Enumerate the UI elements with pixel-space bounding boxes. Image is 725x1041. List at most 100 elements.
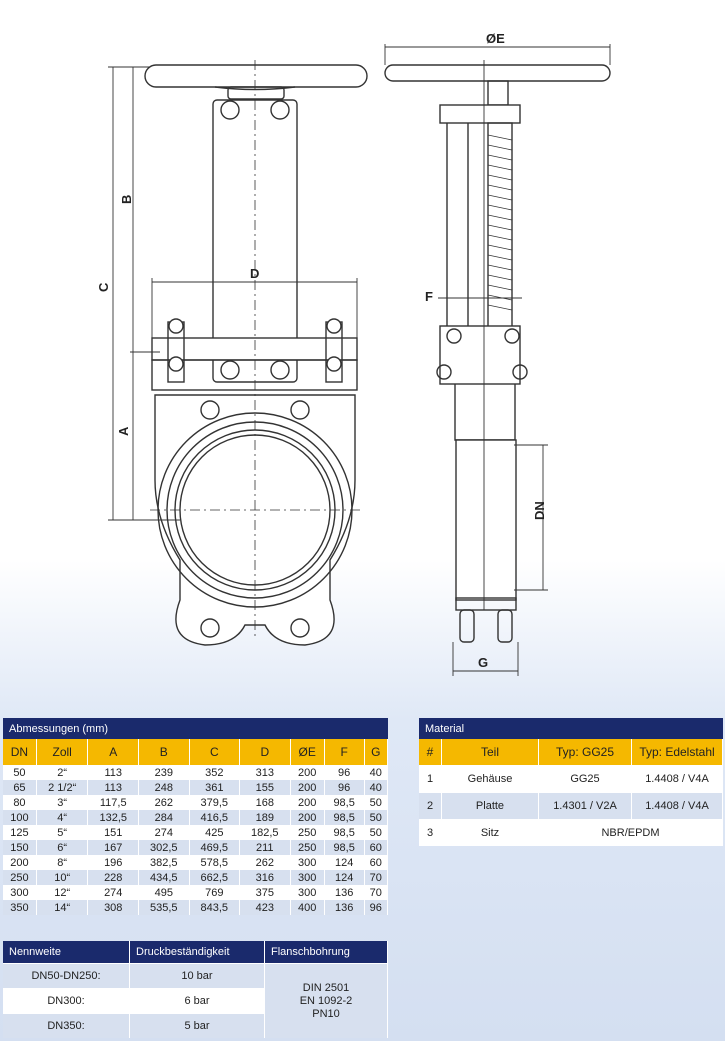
dimensions-cell: 96 [364,900,388,915]
dimensions-cell: 98,5 [324,810,365,825]
dimensions-cell: 495 [138,885,190,900]
material-cell: GG25 [538,765,632,793]
material-cell: Sitz [441,819,539,846]
dimensions-cell: 350 [3,900,37,915]
dimensions-cell: 50 [3,765,37,780]
label-g: G [478,655,488,670]
dimensions-col-header: A [87,739,139,765]
dimensions-cell: 136 [324,900,365,915]
dimensions-cell: 65 [3,780,37,795]
material-cell: Platte [441,792,539,820]
dimensions-cell: 300 [290,855,325,870]
dimensions-cell: 6“ [36,840,89,855]
dimensions-cell: 469,5 [189,840,241,855]
dimensions-cell: 200 [3,855,37,870]
dimensions-cell: 113 [87,765,139,780]
pressure-cell: DN350: [3,1013,130,1038]
label-d: D [250,266,259,281]
dimensions-cell: 262 [138,795,190,810]
side-dimensions [384,44,611,676]
dimensions-cell: 167 [87,840,139,855]
dimensions-cell: 248 [138,780,190,795]
dimensions-cell: 136 [324,885,365,900]
pressure-cell: 10 bar [129,963,265,989]
dimensions-cell: 124 [324,855,365,870]
dimensions-cell: 382,5 [138,855,190,870]
label-c: C [96,282,111,292]
dimensions-cell: 132,5 [87,810,139,825]
table-row: 1 Gehäuse GG25 1.4408 / V4A [419,765,723,793]
dimensions-col-header: DN [3,739,37,765]
material-table: Material # Teil Typ: GG25 Typ: Edelstahl… [419,718,723,846]
dimensions-cell: 239 [138,765,190,780]
dimensions-cell: 578,5 [189,855,241,870]
dimensions-cell: 150 [3,840,37,855]
pressure-table: Nennweite Druckbeständigkeit Flanschbohr… [3,941,388,1038]
dimensions-cell: 228 [87,870,139,885]
label-dn: DN [532,501,547,520]
dimensions-cell: 100 [3,810,37,825]
material-col-gg25: Typ: GG25 [538,739,632,766]
pressure-cell: 6 bar [129,988,265,1014]
dimensions-cell: 250 [290,825,325,840]
material-title: Material [419,718,723,739]
label-f: F [425,289,433,304]
dimensions-cell: 117,5 [87,795,139,810]
dimensions-cell: 361 [189,780,241,795]
material-cell: 2 [419,792,442,820]
pressure-cell: DN300: [3,988,130,1014]
dimensions-cell: 10“ [36,870,89,885]
dimensions-cell: 250 [290,840,325,855]
dimensions-cell: 300 [290,885,325,900]
dimensions-cell: 379,5 [189,795,241,810]
table-row: DN300: 6 bar [3,988,388,1014]
dimensions-cell: 4“ [36,810,89,825]
dimensions-cell: 98,5 [324,795,365,810]
dimensions-cell: 400 [290,900,325,915]
front-dimensions [108,66,358,521]
pressure-col-flange: Flanschbohrung [264,941,388,964]
dimensions-cell: 300 [290,870,325,885]
dimensions-cell: 284 [138,810,190,825]
dimensions-cell: 375 [239,885,291,900]
dimensions-cell: 843,5 [189,900,241,915]
pressure-col-bar: Druckbeständigkeit [129,941,265,964]
dimensions-cell: 200 [290,765,325,780]
table-row: DN50-DN250: 10 bar DIN 2501 EN 1092-2 PN… [3,963,388,1038]
material-cell: 3 [419,819,442,846]
flange-line: DIN 2501 [302,981,350,994]
dimensions-cell: 14“ [36,900,89,915]
pressure-col-nominal: Nennweite [3,941,130,964]
dimensions-cell: 274 [138,825,190,840]
table-row: DN350: 5 bar [3,1013,388,1038]
dimensions-col-header: G [364,739,388,765]
dimensions-cell: 151 [87,825,139,840]
dimensions-cell: 2“ [36,765,89,780]
dimensions-cell: 189 [239,810,291,825]
dimensions-cell: 316 [239,870,291,885]
dimensions-col-header: D [239,739,291,765]
material-cell: 1.4301 / V2A [538,792,632,820]
dimensions-cell: 60 [364,855,388,870]
dimensions-cell: 250 [3,870,37,885]
dimensions-cell: 196 [87,855,139,870]
dimensions-cell: 313 [239,765,291,780]
dimensions-cell: 262 [239,855,291,870]
dimensions-cell: 200 [290,810,325,825]
dimensions-col-header: F [324,739,365,765]
pressure-cell: DN50-DN250: [3,963,130,989]
dimensions-col-header: B [138,739,190,765]
dimensions-cell: 2 1/2“ [36,780,89,795]
dimensions-col-header: Zoll [36,739,89,765]
dimensions-cell: 352 [189,765,241,780]
